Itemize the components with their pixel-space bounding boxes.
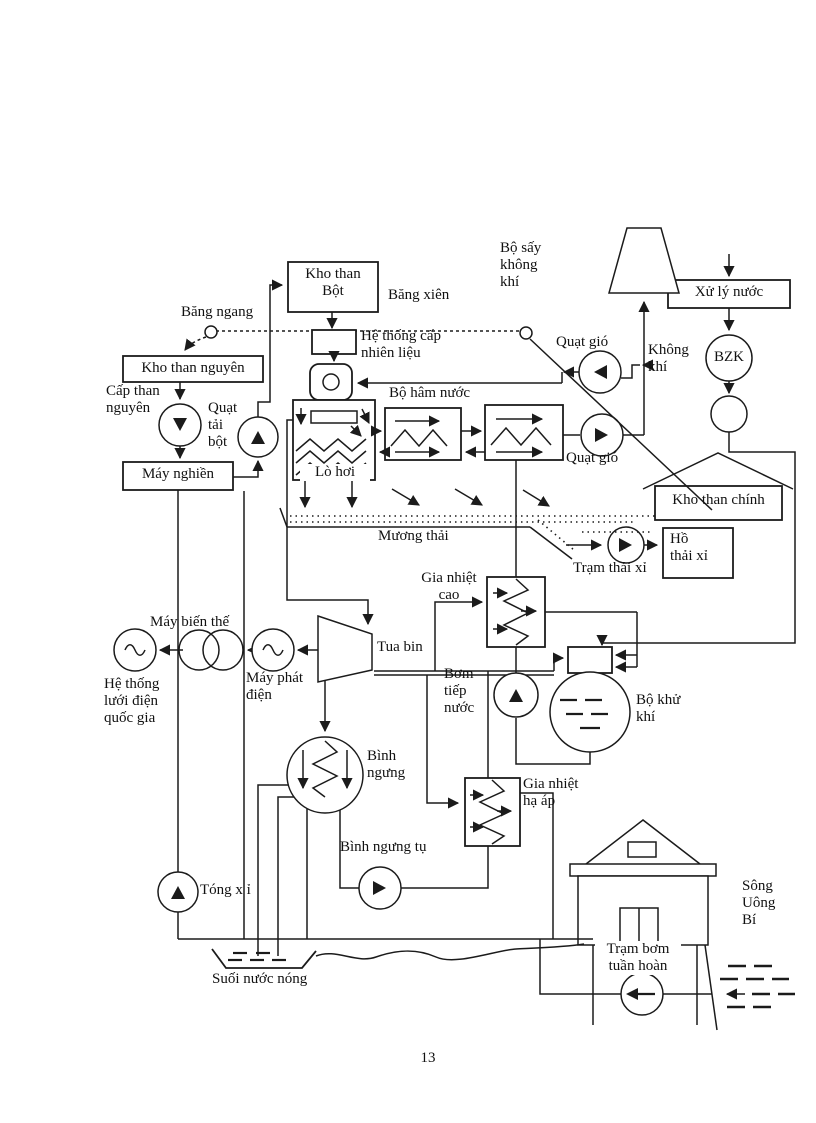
hp-heater-box xyxy=(486,576,546,648)
dust-carrier-fan xyxy=(237,416,279,458)
hot-water-spring xyxy=(211,943,585,969)
slag-station-label: Trạm thải xỉ xyxy=(573,560,647,576)
burner xyxy=(309,363,353,401)
raw-coal-feeder-pump xyxy=(158,403,202,447)
raw-coal-bunker-label: Kho than nguyên xyxy=(141,360,245,376)
condenser-vessel xyxy=(286,736,364,814)
deaerator-tank xyxy=(567,646,613,674)
bzk-label: BZK xyxy=(714,349,744,365)
inclined-conveyor-label: Băng xiên xyxy=(388,287,450,303)
flue-gas-fan-label: Quạt gió xyxy=(566,450,619,466)
deaerator-vessel xyxy=(549,671,631,753)
fuel-feeder-box xyxy=(311,329,357,355)
pump-house xyxy=(569,819,717,946)
condenser-label: Bình ngưng xyxy=(367,748,406,781)
slag-lake-box xyxy=(662,527,734,579)
raw-coal-feeder-label: Cấp than nguyên xyxy=(106,383,160,416)
national-grid-label: Hệ thống lưới điện quốc gia xyxy=(104,676,160,726)
chimney xyxy=(608,227,680,294)
circulating-pump xyxy=(620,972,664,1016)
condensate-pump-label: Bình ngưng tụ xyxy=(340,839,427,855)
circulating-station-label: Trạm bơm tuần hoàn xyxy=(595,941,681,975)
steam-turbine xyxy=(317,614,373,683)
horizontal-conveyor xyxy=(184,325,533,351)
hot-spring-label: Suối nước nóng xyxy=(212,971,308,987)
coal-dust-bunker-box xyxy=(287,261,379,313)
slag-discharge-pump xyxy=(157,871,199,913)
grid-node xyxy=(113,628,157,672)
generator xyxy=(251,628,295,672)
economizer-box xyxy=(384,407,462,461)
coal-dust-bunker-label: Kho than Bột xyxy=(305,266,361,299)
lp-heater-box xyxy=(464,777,521,847)
main-coal-store-label: Kho than chính xyxy=(672,492,765,508)
slag-discharge-label: Tóng x ỉ xyxy=(200,882,251,898)
economizer-label: Bộ hâm nước xyxy=(389,385,471,401)
pipe-lines xyxy=(158,254,796,1031)
transformer xyxy=(178,629,244,671)
hp-heater-label: Gia nhiệt cao xyxy=(421,570,477,603)
lp-heater-label: Gia nhiệt hạ áp xyxy=(523,776,579,809)
air-fan-top xyxy=(578,350,622,394)
main-coal-store xyxy=(642,452,794,521)
slag-station-pump xyxy=(607,526,645,564)
air-inlet-label: Không khí xyxy=(648,342,689,375)
inclined-conveyor xyxy=(529,338,713,511)
deaerator-label: Bộ khử khí xyxy=(636,692,681,725)
feedwater-pump xyxy=(493,672,539,718)
generator-label: Máy phát điện xyxy=(246,670,304,703)
air-preheater-label: Bộ sấy không khí xyxy=(500,240,542,290)
river-label: Sông Uông Bí xyxy=(742,878,776,928)
ash-channel-label: Mương thải xyxy=(378,528,449,544)
air-fan-top-label: Quạt gió xyxy=(556,334,609,350)
water-treatment-label: Xử lý nước xyxy=(694,284,764,300)
condensate-pump xyxy=(358,866,402,910)
air-heater-box xyxy=(484,404,564,461)
boiler-label: Lò hơi xyxy=(300,464,370,481)
flue-gas-fan xyxy=(580,413,624,457)
feedwater-pump-label: Bơm tiếp nước xyxy=(444,666,475,716)
turbine-label: Tua bin xyxy=(377,639,423,655)
page-number: 13 xyxy=(420,1050,436,1066)
river-water xyxy=(720,964,795,1009)
transformer-label: Máy biến thế xyxy=(150,614,230,630)
dust-carrier-fan-label: Quạt tải bột xyxy=(208,400,238,450)
horizontal-conveyor-label: Băng ngang xyxy=(181,304,254,320)
coal-mill-label: Máy nghiền xyxy=(141,466,215,482)
slag-lake-label: Hồ thải xỉ xyxy=(670,531,708,564)
fuel-supply-label: Hệ thống cấp nhiên liệu xyxy=(361,328,441,361)
raw-coal-bunker-box xyxy=(122,355,264,383)
bzk-unit xyxy=(705,334,753,433)
ash-channel xyxy=(279,507,656,560)
